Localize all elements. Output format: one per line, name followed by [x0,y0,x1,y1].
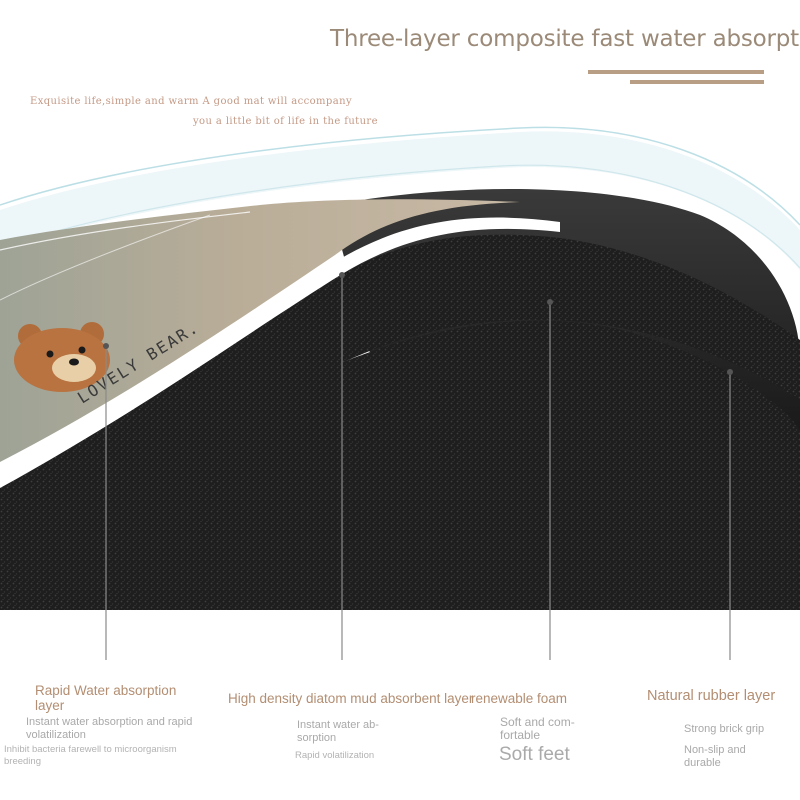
tagline-line-1: Exquisite life,simple and warm A good ma… [30,96,352,107]
layer-4-desc: Strong brick grip [684,723,765,735]
layer-3-note: Soft feet [499,744,570,765]
layer-2-note: Rapid volatilization [295,750,375,761]
layer-3-desc: Soft and com-fortable [500,715,575,742]
layer-4-note: Non-slip and durable [684,744,746,769]
water-film-edge [0,126,800,226]
layer-2-title: High density diatom mud absorbent layer [228,691,474,706]
water-film-arc [0,131,800,270]
layer-2-desc: Instant water ab-sorption [297,719,379,744]
foam-layer [0,320,800,610]
diatom-surface-layer [0,199,520,463]
title-underline-top [588,70,764,74]
page-title: Three-layer composite fast water absorpt… [330,26,800,52]
bear-face-icon [14,322,110,392]
layer-4-title: Natural rubber layer [647,688,776,704]
layer-1-note: Inhibit bacteria farewell to microorgani… [4,744,177,767]
foam-layer-upper [0,234,800,541]
layer-1-title: Rapid Water absorption layer [35,683,177,713]
title-underline-bottom [630,80,764,84]
tagline-line-2: you a little bit of life in the future [193,116,378,127]
layer-3-title: renewable foam [471,691,568,706]
layer-1-desc: Instant water absorption and rapid volat… [26,716,193,741]
